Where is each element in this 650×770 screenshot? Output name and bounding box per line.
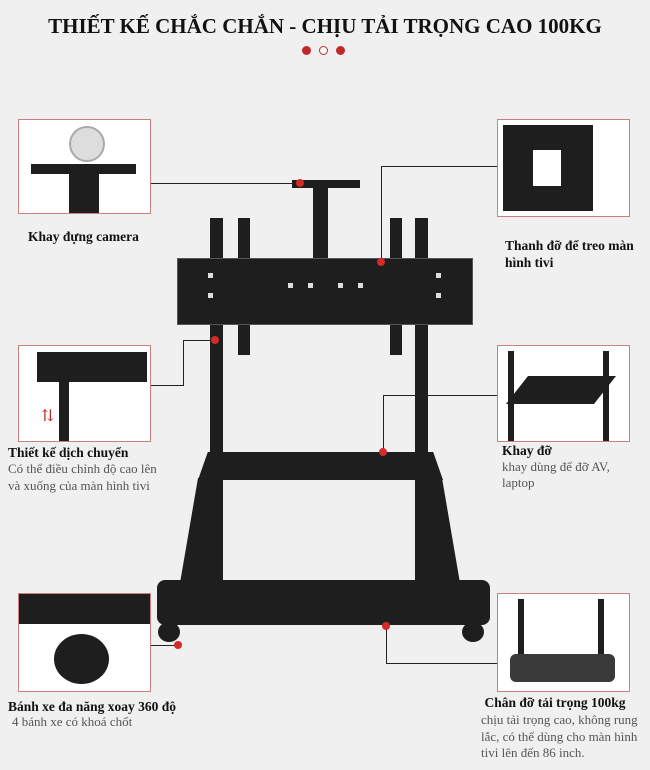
feature-desc: tivi lên đến 86 inch. [481, 745, 585, 760]
feature-desc: laptop [502, 475, 535, 490]
hotspot-adjust[interactable] [211, 336, 219, 344]
connector-line [183, 340, 215, 341]
connector-line [386, 626, 387, 663]
feature-title: hình tivi [505, 255, 554, 270]
feature-desc: 4 bánh xe có khoá chốt [12, 714, 133, 729]
feature-title: Chân đỡ tải trọng 100kg [484, 695, 626, 710]
feature-desc: khay dùng để đỡ AV, [502, 459, 610, 474]
connector-line [386, 663, 497, 664]
hotspot-mount[interactable] [377, 258, 385, 266]
hotspot-base[interactable] [382, 622, 390, 630]
carousel-dot[interactable] [336, 46, 345, 55]
carousel-dot-active[interactable] [319, 46, 328, 55]
connector-line [381, 166, 497, 167]
carousel-dot[interactable] [302, 46, 311, 55]
connector-line [183, 340, 184, 385]
adjust-thumbnail: ⇅ [18, 345, 151, 442]
connector-line [383, 395, 497, 396]
page-title: THIẾT KẾ CHẮC CHẮN - CHỊU TẢI TRỌNG CAO … [48, 14, 602, 38]
feature-title: Bánh xe đa năng xoay 360 độ [8, 699, 177, 714]
feature-title: Thiết kế dịch chuyển [8, 445, 129, 460]
feature-desc: lắc, có thể dùng cho màn hình [481, 729, 638, 744]
hotspot-camera[interactable] [296, 179, 304, 187]
up-down-arrow-icon: ⇅ [41, 408, 55, 425]
connector-line [150, 645, 178, 646]
wheel-thumbnail [18, 593, 151, 692]
hotspot-tray[interactable] [379, 448, 387, 456]
hotspot-wheel[interactable] [174, 641, 182, 649]
feature-desc: Có thể điều chỉnh độ cao lên [8, 461, 157, 476]
base-thumbnail [497, 593, 630, 692]
connector-line [150, 385, 184, 386]
feature-title: Thanh đỡ để treo màn [505, 238, 634, 253]
feature-title: Khay đựng camera [28, 229, 139, 244]
tray-thumbnail [497, 345, 630, 442]
connector-line [383, 395, 384, 452]
mount-bar-thumbnail [497, 119, 630, 217]
connector-line [150, 183, 300, 184]
feature-title: Khay đỡ [502, 443, 552, 458]
connector-line [381, 166, 382, 262]
feature-desc: và xuống của màn hình tivi [8, 478, 150, 493]
camera-tray-thumbnail [18, 119, 151, 214]
feature-desc: chịu tải trọng cao, không rung [481, 712, 638, 727]
